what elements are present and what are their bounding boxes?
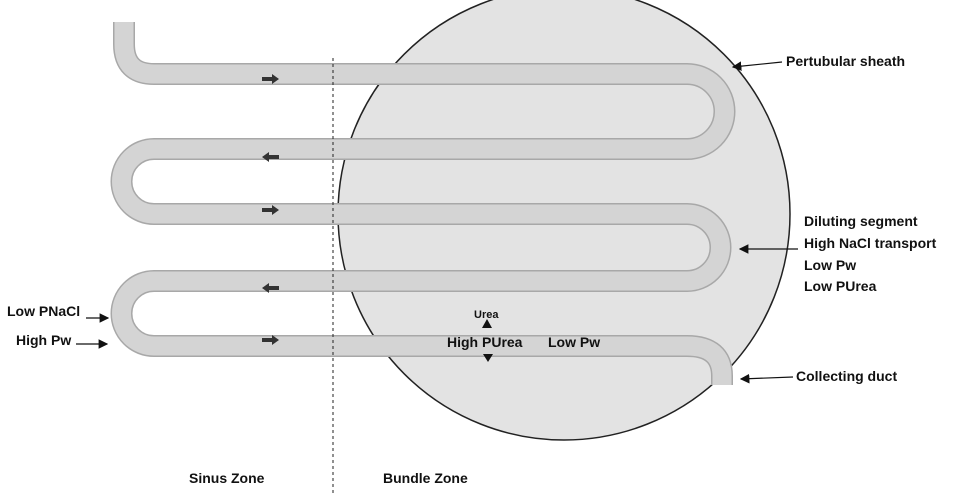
bundle-zone-label: Bundle Zone [383,470,468,486]
diluting-low-pw-label: Low Pw [804,257,856,273]
high-pw-label: High Pw [16,332,71,348]
urea-down-arrow-icon [483,354,493,362]
low-p-nacl-label: Low PNaCl [7,303,80,319]
urea-up-arrow-icon [482,319,492,328]
high-nacl-transport-label: High NaCl transport [804,235,937,251]
serpentine-tubule [110,22,736,387]
flow-arrow-right-icon [262,335,279,345]
collecting-duct-label: Collecting duct [796,368,897,384]
pertubular-sheath-pointer [731,61,783,71]
high-purea-label: High PUrea [447,334,523,350]
flow-arrow-left-icon [262,152,279,162]
diluting-segment-label: Diluting segment [804,213,918,229]
sinus-zone-label: Sinus Zone [189,470,265,486]
flow-arrow-left-icon [262,283,279,293]
bundle-low-pw-label: Low Pw [548,334,600,350]
pertubular-sheath-label: Pertubular sheath [786,53,905,69]
collecting-duct-pointer [739,373,794,384]
urea-label: Urea [474,309,499,321]
flow-arrow-right-icon [262,205,279,215]
flow-arrow-right-icon [262,74,279,84]
diluting-low-purea-label: Low PUrea [804,278,877,294]
flow-arrows [262,74,279,345]
